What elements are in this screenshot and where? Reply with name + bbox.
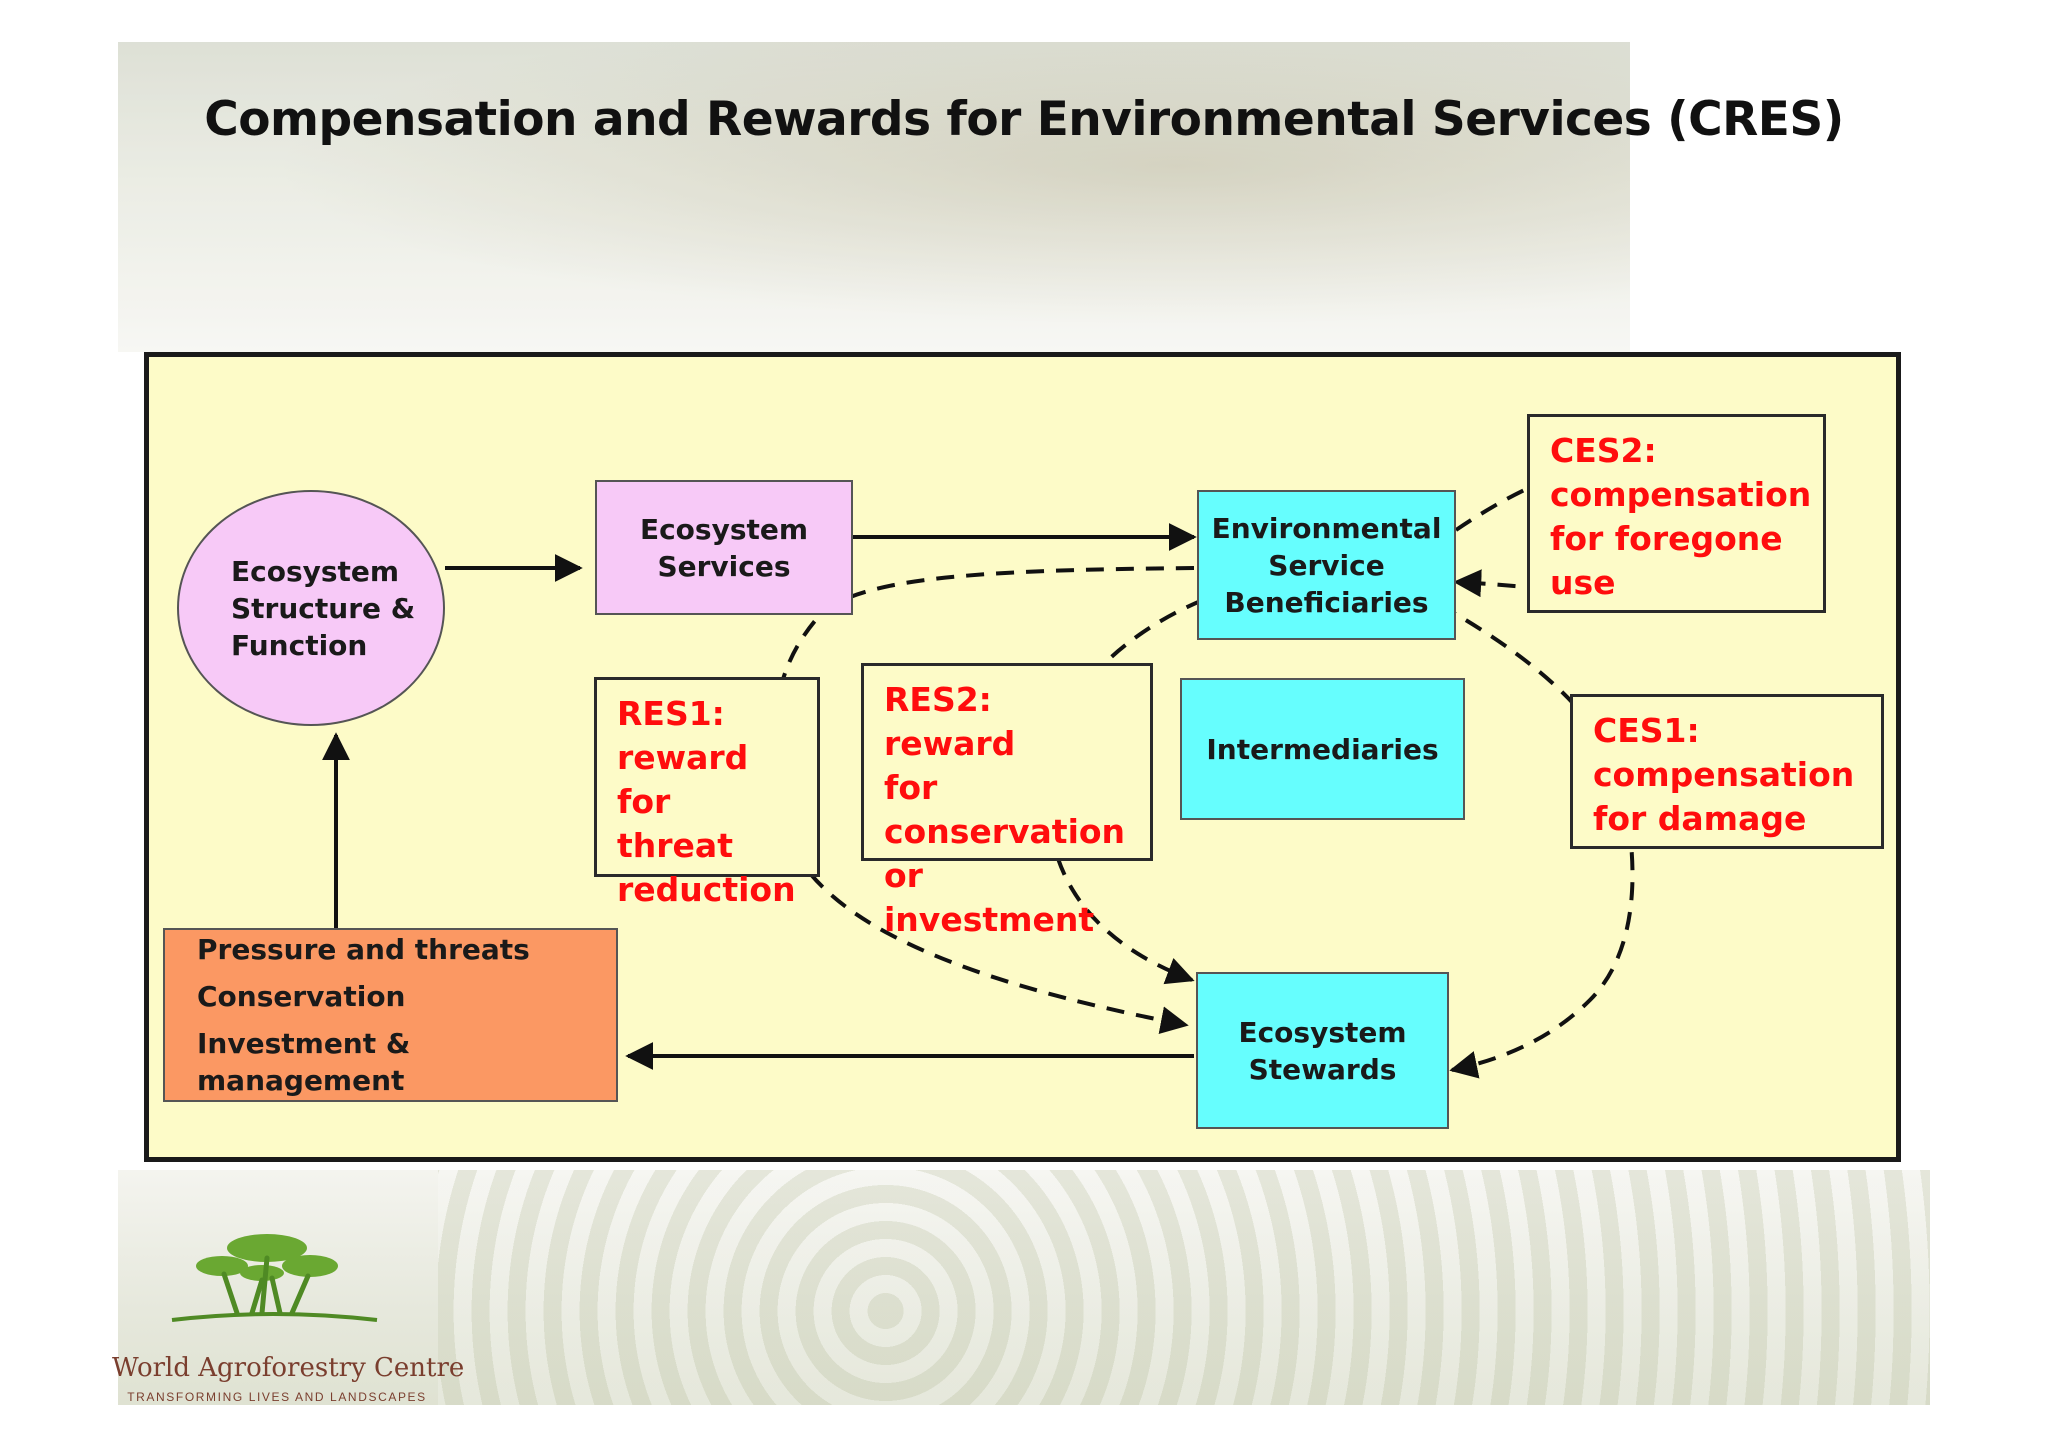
res2-box: RES2: reward for conservation or investm…	[861, 663, 1153, 939]
res1-box: RES1: reward for threat reduction	[594, 677, 820, 909]
ces1-box: CES1: compensation for damage	[1570, 694, 1884, 849]
pressure-line-threats: Pressure and threats	[197, 933, 530, 966]
ces2-box: CES2: compensation for foregone use	[1527, 414, 1826, 613]
pressure-line-investment: Investment & management	[197, 1027, 411, 1097]
background-photo-top	[118, 42, 1630, 352]
pressure-node: Pressure and threats Conservation Invest…	[163, 928, 618, 1102]
slide-title: Compensation and Rewards for Environment…	[204, 92, 1844, 147]
world-agroforestry-logo: World Agroforestry Centre TRANSFORMING L…	[112, 1218, 465, 1408]
ecosystem-structure-node: Ecosystem Structure & Function	[177, 490, 445, 726]
intermediaries-node: Intermediaries	[1180, 678, 1465, 820]
ecosystem-stewards-node: Ecosystem Stewards	[1196, 972, 1449, 1129]
tree-icon	[171, 1234, 378, 1322]
beneficiaries-node: Environmental Service Beneficiaries	[1197, 490, 1456, 640]
pressure-line-conservation: Conservation	[197, 980, 406, 1013]
logo-name: World Agroforestry Centre	[112, 1353, 465, 1383]
ecosystem-services-node: Ecosystem Services	[595, 480, 853, 615]
logo-tagline: TRANSFORMING LIVES AND LANDSCAPES	[127, 1390, 427, 1404]
background-photo-bottom	[118, 1170, 1930, 1405]
